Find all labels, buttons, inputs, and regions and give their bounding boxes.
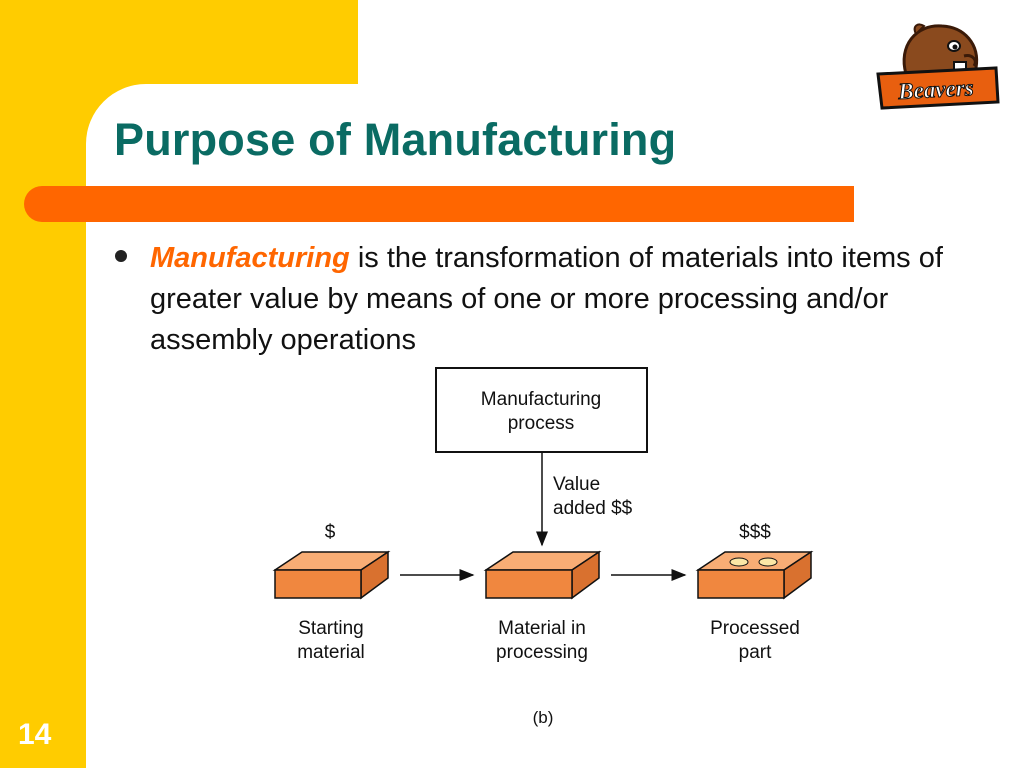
diagram-caption: (b) (533, 708, 554, 727)
material-in-processing-block (483, 550, 602, 600)
title-underline-bar (24, 186, 854, 222)
label-processing-line1: Material in (498, 618, 586, 639)
starting-material-block (272, 550, 391, 600)
bullet-paragraph: Manufacturing is the transformation of m… (150, 238, 980, 361)
value-label-line2: added $$ (553, 498, 633, 519)
manufacturing-process-diagram: Manufacturing process Value added $$ $ $… (272, 367, 814, 727)
beavers-logo: Beavers (876, 23, 1000, 110)
price-processed: $$$ (739, 522, 771, 543)
processed-hole-2 (758, 557, 778, 567)
bullet-definition: is the transformation of materials into … (150, 242, 943, 356)
label-starting-line1: Starting (298, 618, 363, 639)
label-processed-line2: part (739, 642, 772, 663)
process-box-line2: process (508, 413, 575, 434)
label-starting-line2: material (297, 642, 365, 663)
bullet-term: Manufacturing (150, 242, 350, 274)
slide-title: Purpose of Manufacturing (114, 114, 677, 165)
bullet-dot-icon (115, 250, 127, 262)
price-starting: $ (325, 522, 336, 543)
process-box-line1: Manufacturing (481, 389, 601, 410)
processed-part-block (695, 550, 814, 600)
label-processed-line1: Processed (710, 618, 800, 639)
logo-wordmark: Beavers (897, 75, 975, 104)
process-box (435, 367, 648, 453)
slide-number: 14 (18, 718, 52, 751)
value-label-line1: Value (553, 474, 600, 495)
processed-hole-1 (729, 557, 749, 567)
label-processing-line2: processing (496, 642, 588, 663)
